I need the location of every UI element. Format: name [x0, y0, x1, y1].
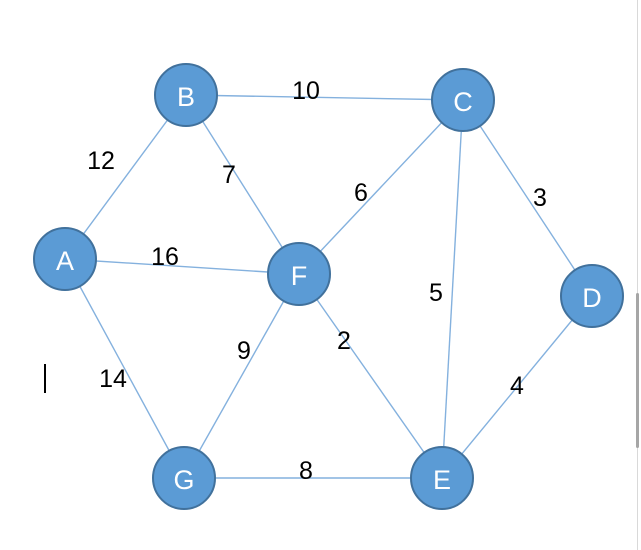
node-E[interactable] [410, 446, 474, 510]
node-D[interactable] [560, 264, 624, 328]
node-B[interactable] [154, 63, 218, 127]
edge-weight-A-G[interactable]: 14 [99, 365, 127, 393]
edge-B-C[interactable] [185, 94, 464, 101]
edge-B-F[interactable] [185, 94, 300, 275]
node-label-G: G [173, 465, 194, 495]
edge-weight-F-G[interactable]: 9 [237, 337, 251, 365]
edge-weight-A-F[interactable]: 16 [151, 243, 179, 271]
edge-weight-C-D[interactable]: 3 [533, 184, 547, 212]
edge-A-G[interactable] [64, 258, 185, 479]
node-C[interactable] [431, 68, 495, 132]
node-G[interactable] [152, 446, 216, 510]
edge-C-E[interactable] [441, 99, 464, 479]
edge-weight-D-E[interactable]: 4 [510, 372, 524, 400]
edge-weight-A-B[interactable]: 12 [87, 147, 115, 175]
edge-D-E[interactable] [441, 295, 593, 479]
scrollbar-thumb[interactable] [636, 293, 639, 448]
edge-weight-B-F[interactable]: 7 [222, 161, 236, 189]
edge-weight-C-F[interactable]: 6 [354, 179, 368, 207]
edge-weight-G-E[interactable]: 8 [299, 457, 313, 485]
node-label-C: C [453, 87, 473, 117]
edge-weight-B-C[interactable]: 10 [292, 77, 320, 105]
edge-F-E[interactable] [298, 273, 443, 479]
node-F[interactable] [267, 242, 331, 306]
edge-A-B[interactable] [64, 94, 187, 260]
node-label-D: D [582, 283, 602, 313]
node-label-F: F [291, 261, 308, 291]
node-label-E: E [433, 465, 451, 495]
edge-A-F[interactable] [64, 258, 300, 275]
scrollbar-track[interactable] [637, 0, 638, 550]
edge-F-G[interactable] [183, 273, 300, 479]
node-label-B: B [177, 82, 195, 112]
edge-weight-F-E[interactable]: 2 [337, 327, 351, 355]
node-A[interactable] [33, 227, 97, 291]
text-cursor [44, 364, 46, 393]
node-label-A: A [56, 246, 74, 276]
edge-C-F[interactable] [298, 99, 464, 275]
edge-weight-C-E[interactable]: 5 [429, 279, 443, 307]
edge-C-D[interactable] [462, 99, 593, 297]
